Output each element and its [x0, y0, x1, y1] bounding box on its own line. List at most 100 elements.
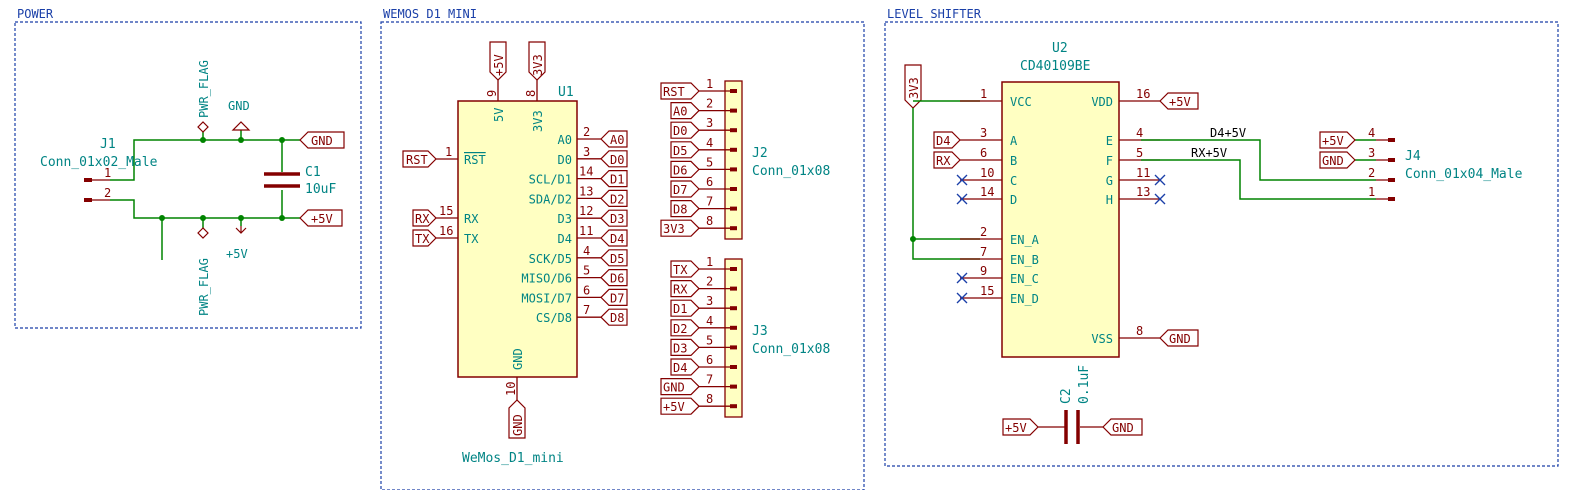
- j2-label-rst[interactable]: RST: [660, 82, 700, 100]
- u1-label-d7[interactable]: D7: [600, 288, 628, 306]
- j2-label-d0[interactable]: D0: [670, 121, 700, 139]
- c2-capacitor[interactable]: C2 0.1uF +5V GND: [1002, 365, 1143, 444]
- u2-left-pin-en_c[interactable]: 9EN_C: [956, 264, 1039, 286]
- j2-label-3v3[interactable]: 3V3: [660, 219, 700, 237]
- u2-left-pin-c[interactable]: 10C: [956, 166, 1017, 188]
- u1-bottom-label-gnd[interactable]: GND: [508, 399, 526, 439]
- u2-left-pin-en_b[interactable]: 7EN_B: [960, 245, 1039, 267]
- j2-pin-2[interactable]: 2A0: [670, 97, 737, 120]
- j4-pin-3[interactable]: 3: [1368, 146, 1395, 162]
- pwr-flag-bottom[interactable]: PWR_FLAG: [197, 227, 211, 316]
- j3-label-5v[interactable]: +5V: [660, 397, 700, 415]
- u1-label-d5[interactable]: D5: [600, 249, 628, 267]
- j2-label-d8[interactable]: D8: [670, 200, 700, 218]
- u2-body[interactable]: [1001, 81, 1120, 358]
- u2-pin-name: E: [1106, 134, 1113, 148]
- u1-body[interactable]: [457, 100, 578, 378]
- u2-label-5v[interactable]: +5V: [1159, 92, 1199, 110]
- u1-pin-num: 3: [583, 145, 590, 159]
- j2-pin-7[interactable]: 7D8: [670, 195, 737, 218]
- u1-label-d4[interactable]: D4: [600, 229, 628, 247]
- j4-label-5v[interactable]: +5V: [1319, 131, 1356, 149]
- j3-pin-4[interactable]: 4D2: [670, 314, 737, 337]
- j3-pin-3[interactable]: 3D1: [670, 294, 737, 317]
- j2-label-d6[interactable]: D6: [670, 160, 700, 178]
- power-5v-label[interactable]: +5V: [299, 209, 343, 227]
- j2-pin-3[interactable]: 3D0: [670, 116, 737, 139]
- u2-label-rx[interactable]: RX: [933, 151, 961, 169]
- j3-pin-1[interactable]: 1TX: [670, 255, 737, 278]
- u1-label-d8[interactable]: D8: [600, 308, 628, 326]
- j4-pin-2[interactable]: 2: [1368, 166, 1395, 182]
- u1-label-d3[interactable]: D3: [600, 209, 628, 227]
- j3-label-gnd[interactable]: GND: [660, 378, 700, 396]
- j2-label-a0[interactable]: A0: [670, 101, 700, 120]
- j3-pin-2[interactable]: 2RX: [670, 275, 737, 298]
- j3-pin-6[interactable]: 6D4: [670, 353, 737, 376]
- u2-right-pin-h[interactable]: 13H: [1106, 185, 1166, 207]
- u1-label-d1[interactable]: D1: [600, 170, 628, 188]
- u2-left-pin-d[interactable]: 14D: [956, 185, 1017, 207]
- j2-pin-4[interactable]: 4D5: [670, 136, 737, 159]
- j3-pin-8[interactable]: 8+5V: [660, 392, 737, 415]
- u1-left-pin-rx[interactable]: RX 15 RX: [412, 204, 479, 227]
- u2-left-pin-en_a[interactable]: 2EN_A: [960, 225, 1040, 247]
- j3-label-rx[interactable]: RX: [670, 280, 700, 298]
- u1-top-label-5v[interactable]: +5V: [489, 41, 507, 81]
- j3-label-d3[interactable]: D3: [670, 338, 700, 356]
- j3-label-d4[interactable]: D4: [670, 358, 700, 376]
- u2-right-pin-g[interactable]: 11G: [1106, 166, 1166, 188]
- j4-pin-4[interactable]: 4: [1368, 126, 1395, 142]
- u1-label-d0[interactable]: D0: [600, 150, 628, 168]
- j3-label-tx[interactable]: TX: [670, 260, 700, 278]
- u1-left-pin-tx[interactable]: TX 16 TX: [412, 224, 479, 247]
- c2-label-5v[interactable]: +5V: [1002, 418, 1039, 436]
- j4-label-gnd[interactable]: GND: [1319, 151, 1356, 169]
- j4-pin-num: 1: [1368, 185, 1375, 199]
- j2-pin-6[interactable]: 6D7: [670, 175, 737, 198]
- j3-label-d2[interactable]: D2: [670, 319, 700, 337]
- j3-label-d1[interactable]: D1: [670, 299, 700, 317]
- u2-label-gnd[interactable]: GND: [1159, 329, 1199, 347]
- u2-label-d4[interactable]: D4: [933, 131, 961, 149]
- j4-pin-1[interactable]: 1: [1368, 185, 1395, 201]
- power-gnd-label[interactable]: GND: [299, 131, 345, 149]
- plus5v-symbol-power[interactable]: +5V: [226, 226, 248, 261]
- gnd-symbol-power[interactable]: GND: [228, 99, 251, 131]
- j3-pin-5[interactable]: 5D3: [670, 333, 737, 356]
- u1-left-pin-rst[interactable]: RST 1 RST: [402, 145, 486, 168]
- u1-top-label-3v3[interactable]: 3V3: [528, 41, 546, 81]
- j2-pin-5[interactable]: 5D6: [670, 155, 737, 178]
- u1-label-d6[interactable]: D6: [600, 269, 628, 287]
- pwr-flag-top[interactable]: PWR_FLAG: [197, 60, 211, 133]
- j2-label-d5[interactable]: D5: [670, 141, 700, 159]
- u1-label-d2[interactable]: D2: [600, 189, 628, 207]
- c2-label-gnd[interactable]: GND: [1102, 418, 1143, 436]
- j2-label-d7[interactable]: D7: [670, 180, 700, 198]
- j1-connector[interactable]: 1 2 J1 Conn_01x02_Male: [40, 137, 158, 202]
- c1-capacitor[interactable]: C1 10uF: [264, 165, 336, 197]
- u1-label-a0[interactable]: A0: [600, 130, 628, 148]
